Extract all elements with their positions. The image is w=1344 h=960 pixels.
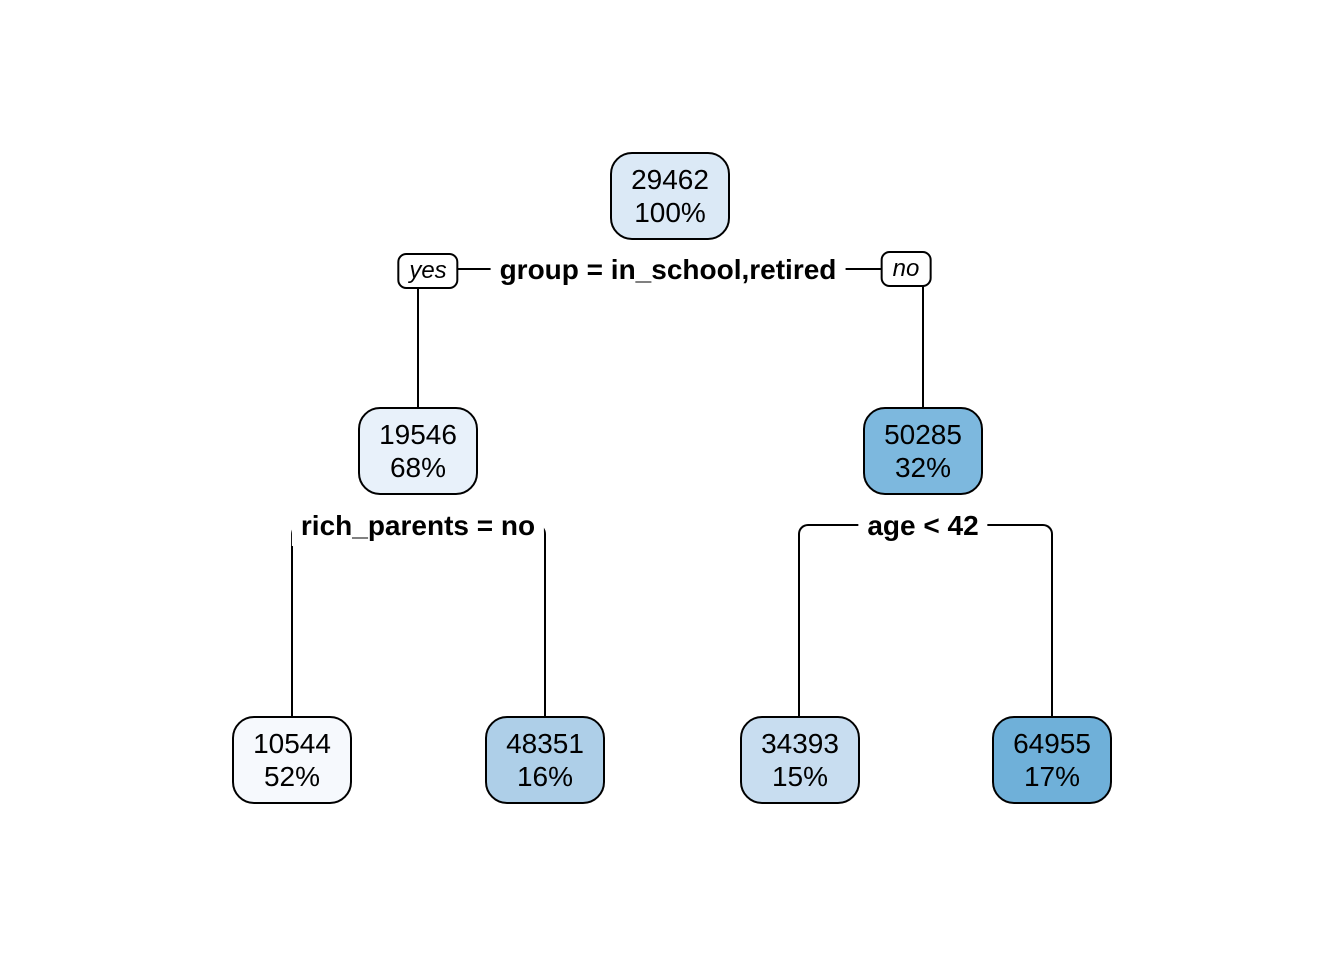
node-value: 50285 xyxy=(884,419,962,450)
split-label-age: age < 42 xyxy=(858,506,988,546)
node-value: 64955 xyxy=(1013,728,1091,759)
branch-line-root-no-vertical xyxy=(922,280,924,408)
split-label-rich-parents: rich_parents = no xyxy=(291,506,545,546)
node-value: 48351 xyxy=(506,728,584,759)
tree-leaf-age-yes: 34393 15% xyxy=(740,716,860,804)
node-percent: 100% xyxy=(634,197,706,228)
no-branch-badge: no xyxy=(880,251,932,287)
branch-bracket-left-subtree xyxy=(291,524,546,717)
node-value: 10544 xyxy=(253,728,331,759)
tree-leaf-rich-parents-yes: 10544 52% xyxy=(232,716,352,804)
node-percent: 52% xyxy=(263,761,321,792)
node-value: 29462 xyxy=(631,164,709,195)
yes-branch-badge: yes xyxy=(397,253,459,289)
tree-node-group-yes: 19546 68% xyxy=(358,407,478,495)
branch-bracket-right-subtree xyxy=(798,524,1053,717)
tree-leaf-rich-parents-no: 48351 16% xyxy=(485,716,605,804)
split-label-group: group = in_school,retired xyxy=(490,250,846,290)
node-percent: 68% xyxy=(389,452,447,483)
tree-node-root: 29462 100% xyxy=(610,152,730,240)
tree-node-group-no: 50285 32% xyxy=(863,407,983,495)
node-percent: 16% xyxy=(516,761,574,792)
node-value: 34393 xyxy=(761,728,839,759)
branch-line-root-yes-vertical xyxy=(417,282,419,408)
node-percent: 15% xyxy=(771,761,829,792)
node-value: 19546 xyxy=(379,419,457,450)
node-percent: 17% xyxy=(1023,761,1081,792)
node-percent: 32% xyxy=(894,452,952,483)
tree-leaf-age-no: 64955 17% xyxy=(992,716,1112,804)
